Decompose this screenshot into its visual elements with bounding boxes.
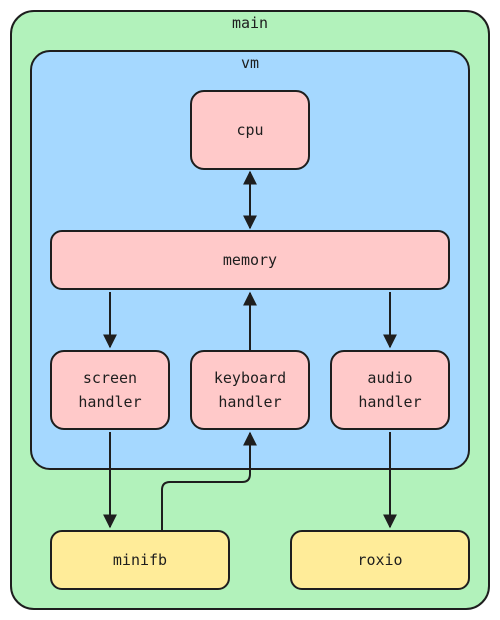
audio-handler-node: audio handler [330, 350, 450, 430]
keyboard-handler-label: keyboard handler [213, 369, 287, 411]
minifb-node: minifb [50, 530, 230, 590]
main-label: main [231, 14, 269, 32]
memory-label: memory [222, 251, 278, 269]
cpu-label: cpu [236, 121, 264, 139]
screen-handler-label: screen handler [78, 369, 142, 411]
keyboard-handler-node: keyboard handler [190, 350, 310, 430]
screen-handler-node: screen handler [50, 350, 170, 430]
audio-handler-label: audio handler [358, 369, 422, 411]
memory-node: memory [50, 230, 450, 290]
minifb-label: minifb [112, 551, 168, 569]
vm-label: vm [240, 54, 260, 72]
roxio-label: roxio [357, 551, 403, 569]
roxio-node: roxio [290, 530, 470, 590]
cpu-node: cpu [190, 90, 310, 170]
